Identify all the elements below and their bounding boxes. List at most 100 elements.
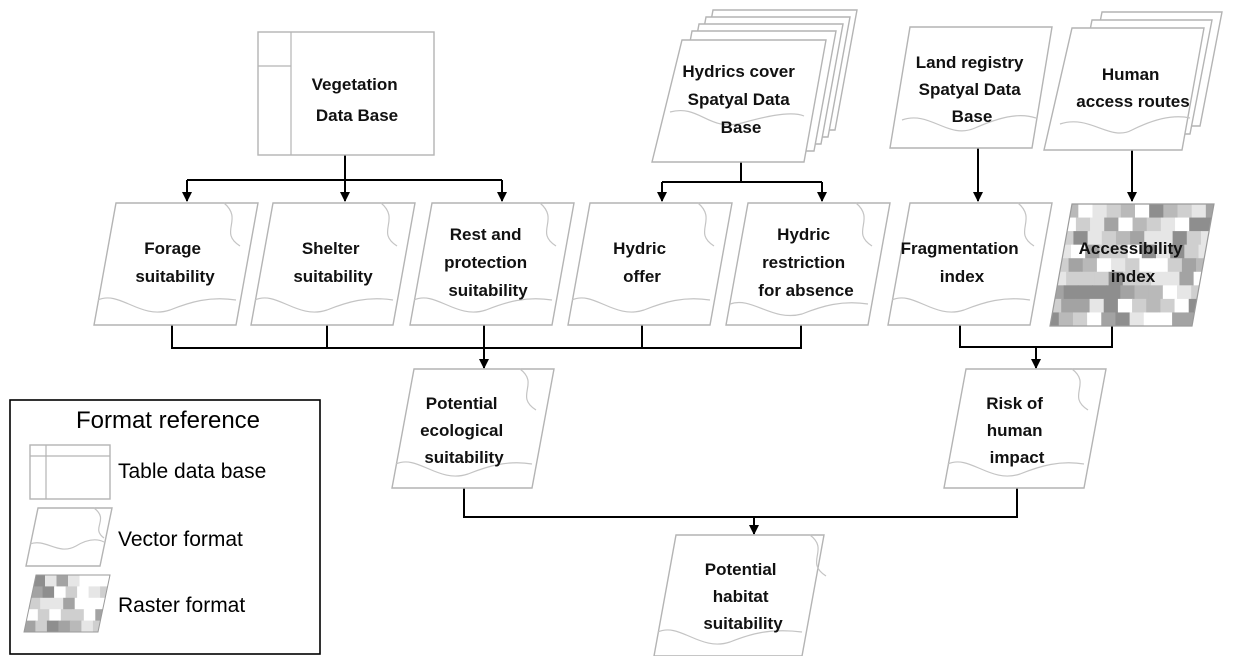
vegetation-data-base-node: Vegetation Data Base <box>257 31 435 156</box>
raster-cell <box>1177 285 1192 300</box>
raster-cell <box>1120 285 1136 300</box>
raster-cell <box>1149 204 1164 219</box>
raster-cell <box>1172 312 1187 326</box>
raster-cell <box>1162 285 1178 300</box>
forage-suitability-node: Forage suitability <box>93 202 259 326</box>
raster-cell <box>1085 244 1100 259</box>
raster-cell <box>26 609 39 622</box>
accessibility-label: Accessibility index <box>1079 239 1188 286</box>
raster-cell <box>1050 271 1053 286</box>
raster-cell <box>1189 217 1204 232</box>
raster-cell <box>77 586 90 599</box>
raster-cell <box>1143 312 1159 326</box>
raster-cell <box>1160 217 1176 232</box>
raster-cell <box>1050 244 1058 259</box>
hydrics-cover-node: Hydrics cover Spatyal Data Base <box>651 9 858 163</box>
raster-cell <box>1163 204 1179 219</box>
raster-cell <box>1132 217 1148 232</box>
forage-label: Forage suitability <box>135 239 215 286</box>
raster-cell <box>1139 258 1155 273</box>
raster-cell <box>1089 298 1105 314</box>
connectors <box>171 148 1137 535</box>
raster-cell <box>1103 298 1119 314</box>
raster-cell <box>1177 204 1193 219</box>
raster-cell <box>1050 312 1060 326</box>
raster-cell <box>1184 244 1200 259</box>
raster-cell <box>46 620 59 632</box>
raster-cell <box>1141 244 1157 259</box>
raster-cell <box>1033 299 1048 313</box>
raster-cell <box>1099 244 1115 259</box>
raster-cell <box>1108 271 1124 286</box>
raster-cell <box>102 575 110 587</box>
raster-cell <box>1186 231 1202 246</box>
raster-cell <box>1174 298 1190 314</box>
raster-cell <box>1127 244 1143 259</box>
raster-cell <box>1092 204 1108 219</box>
raster-cell <box>1120 204 1136 219</box>
raster-cell <box>1136 271 1152 286</box>
raster-cell <box>74 597 87 610</box>
raster-cell <box>51 597 64 610</box>
raster-cell <box>1101 312 1117 326</box>
raster-cell <box>1073 231 1089 246</box>
raster-cell <box>1205 204 1214 219</box>
legend-title: Format reference <box>76 407 260 434</box>
raster-cell <box>1122 271 1138 286</box>
fragmentation-label: Fragmentation index <box>901 239 1024 286</box>
potential-ecological-node: Potential ecological suitability <box>391 368 555 489</box>
raster-cell <box>1111 258 1126 273</box>
raster-cell <box>45 575 58 587</box>
raster-cell <box>1061 298 1076 314</box>
hydrics-label: Hydrics cover Spatyal Data Base <box>682 62 799 137</box>
raster-cell <box>1050 285 1051 300</box>
raster-cell <box>1087 231 1103 246</box>
ecological-collector <box>171 325 802 349</box>
raster-cell <box>35 620 48 632</box>
raster-cell <box>1101 231 1117 246</box>
raster-cell <box>1063 285 1079 300</box>
raster-cell <box>1175 217 1190 232</box>
legend-vector-swatch <box>25 507 113 567</box>
raster-cell <box>1172 231 1188 246</box>
raster-cell <box>1115 231 1131 246</box>
raster-cell <box>1075 298 1091 314</box>
raster-cell <box>65 586 78 599</box>
land-registry-label: Land registry Spatyal Data Base <box>916 53 1028 126</box>
risk-human-impact-node: Risk of human impact <box>943 368 1107 489</box>
raster-cell <box>1090 217 1105 232</box>
raster-cell <box>86 597 99 610</box>
raster-cell <box>1066 271 1081 286</box>
legend-table-label: Table data base <box>118 460 266 483</box>
raster-cell <box>1130 231 1145 246</box>
raster-cell <box>1050 217 1063 232</box>
raster-cell <box>1092 285 1107 300</box>
raster-cell <box>1106 285 1121 300</box>
vegetation-label: Vegetation Data Base <box>312 75 403 125</box>
accessibility-raster <box>1030 204 1214 326</box>
raster-cell <box>1158 231 1174 246</box>
raster-cell <box>1203 217 1214 232</box>
raster-cell <box>79 575 92 587</box>
raster-cell <box>100 586 110 599</box>
raster-cell <box>69 620 82 632</box>
rest-label: Rest and protection suitability <box>444 225 532 300</box>
raster-cell <box>1144 231 1160 246</box>
potential-habitat-label: Potential habitat suitability <box>703 560 783 633</box>
hydric-offer-node: Hydric offer <box>567 202 733 326</box>
impact-collector <box>959 325 1113 348</box>
raster-cell <box>1153 258 1169 273</box>
land-registry-node: Land registry Spatyal Data Base <box>889 26 1053 149</box>
raster-cell <box>1157 312 1173 326</box>
shelter-suitability-node: Shelter suitability <box>250 202 416 326</box>
legend-table-swatch <box>29 444 111 500</box>
raster-cell <box>68 575 81 587</box>
raster-cell <box>1030 312 1045 326</box>
raster-cell <box>54 586 67 599</box>
raster-cell <box>33 575 46 587</box>
raster-cell <box>1050 204 1065 219</box>
accessibility-index-node: Accessibility index <box>1030 203 1215 327</box>
raster-cell <box>60 609 73 622</box>
raster-cell <box>1106 204 1122 219</box>
